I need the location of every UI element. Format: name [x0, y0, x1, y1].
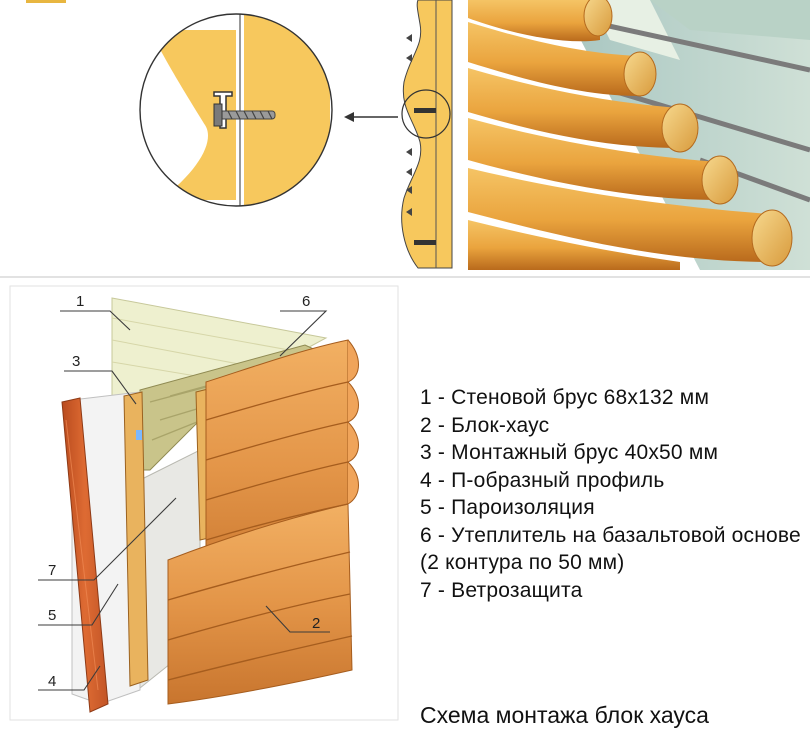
- u-profile-strip: [61, 397, 109, 713]
- legend-item-2: 2 - Блок-хаус: [420, 413, 550, 437]
- diagram-caption: Схема монтажа блок хауса: [420, 702, 709, 728]
- logo-fragment: [26, 0, 66, 3]
- block-house-panels: [167, 339, 359, 705]
- log-4: [468, 118, 739, 205]
- legend-item-5: 5 - Пароизоляция: [420, 496, 595, 519]
- log-5: [468, 168, 793, 267]
- zoom-circle: [401, 89, 451, 139]
- callout-5: 5: [48, 607, 56, 624]
- log-6: [468, 220, 680, 270]
- profile-detail-section: [26, 0, 810, 270]
- screw-icon: [213, 103, 276, 127]
- magnified-detail: [139, 13, 333, 207]
- legend-item-7: 7 - Ветрозащита: [420, 578, 583, 602]
- callout-7: 7: [48, 562, 56, 579]
- legend-item-3: 3 - Монтажный брус 40х50 мм: [420, 441, 719, 464]
- profile-section: [401, 0, 453, 269]
- log-3: [468, 68, 699, 153]
- callout-2: 2: [312, 615, 320, 632]
- callout-numbers: 1 3 6 7 5 4 2: [48, 293, 320, 690]
- wall-section-illustration: 1 3 6 7 5 4 2: [9, 285, 399, 721]
- zoom-arrow-icon: [344, 112, 398, 122]
- legend: 1 - Стеновой брус 68х132 мм 2 - Блок-хау…: [420, 384, 808, 604]
- callout-3: 3: [72, 353, 80, 370]
- callout-6: 6: [302, 293, 310, 310]
- log-2: [468, 22, 657, 97]
- callout-lines: [38, 310, 330, 691]
- log-1: [468, 0, 613, 42]
- callout-4: 4: [48, 673, 56, 690]
- legend-item-1: 1 - Стеновой брус 68х132 мм: [420, 386, 710, 409]
- legend-item-6: 6 - Утеплитель на базальтовой основе (2 …: [420, 523, 801, 575]
- batten-section: [244, 14, 330, 206]
- callout-1: 1: [76, 293, 84, 310]
- legend-item-4: 4 - П-образный профиль: [420, 468, 665, 492]
- panel-section: [150, 30, 236, 200]
- log-wall-illustration: [468, 0, 810, 270]
- clamp-shape: [213, 91, 233, 129]
